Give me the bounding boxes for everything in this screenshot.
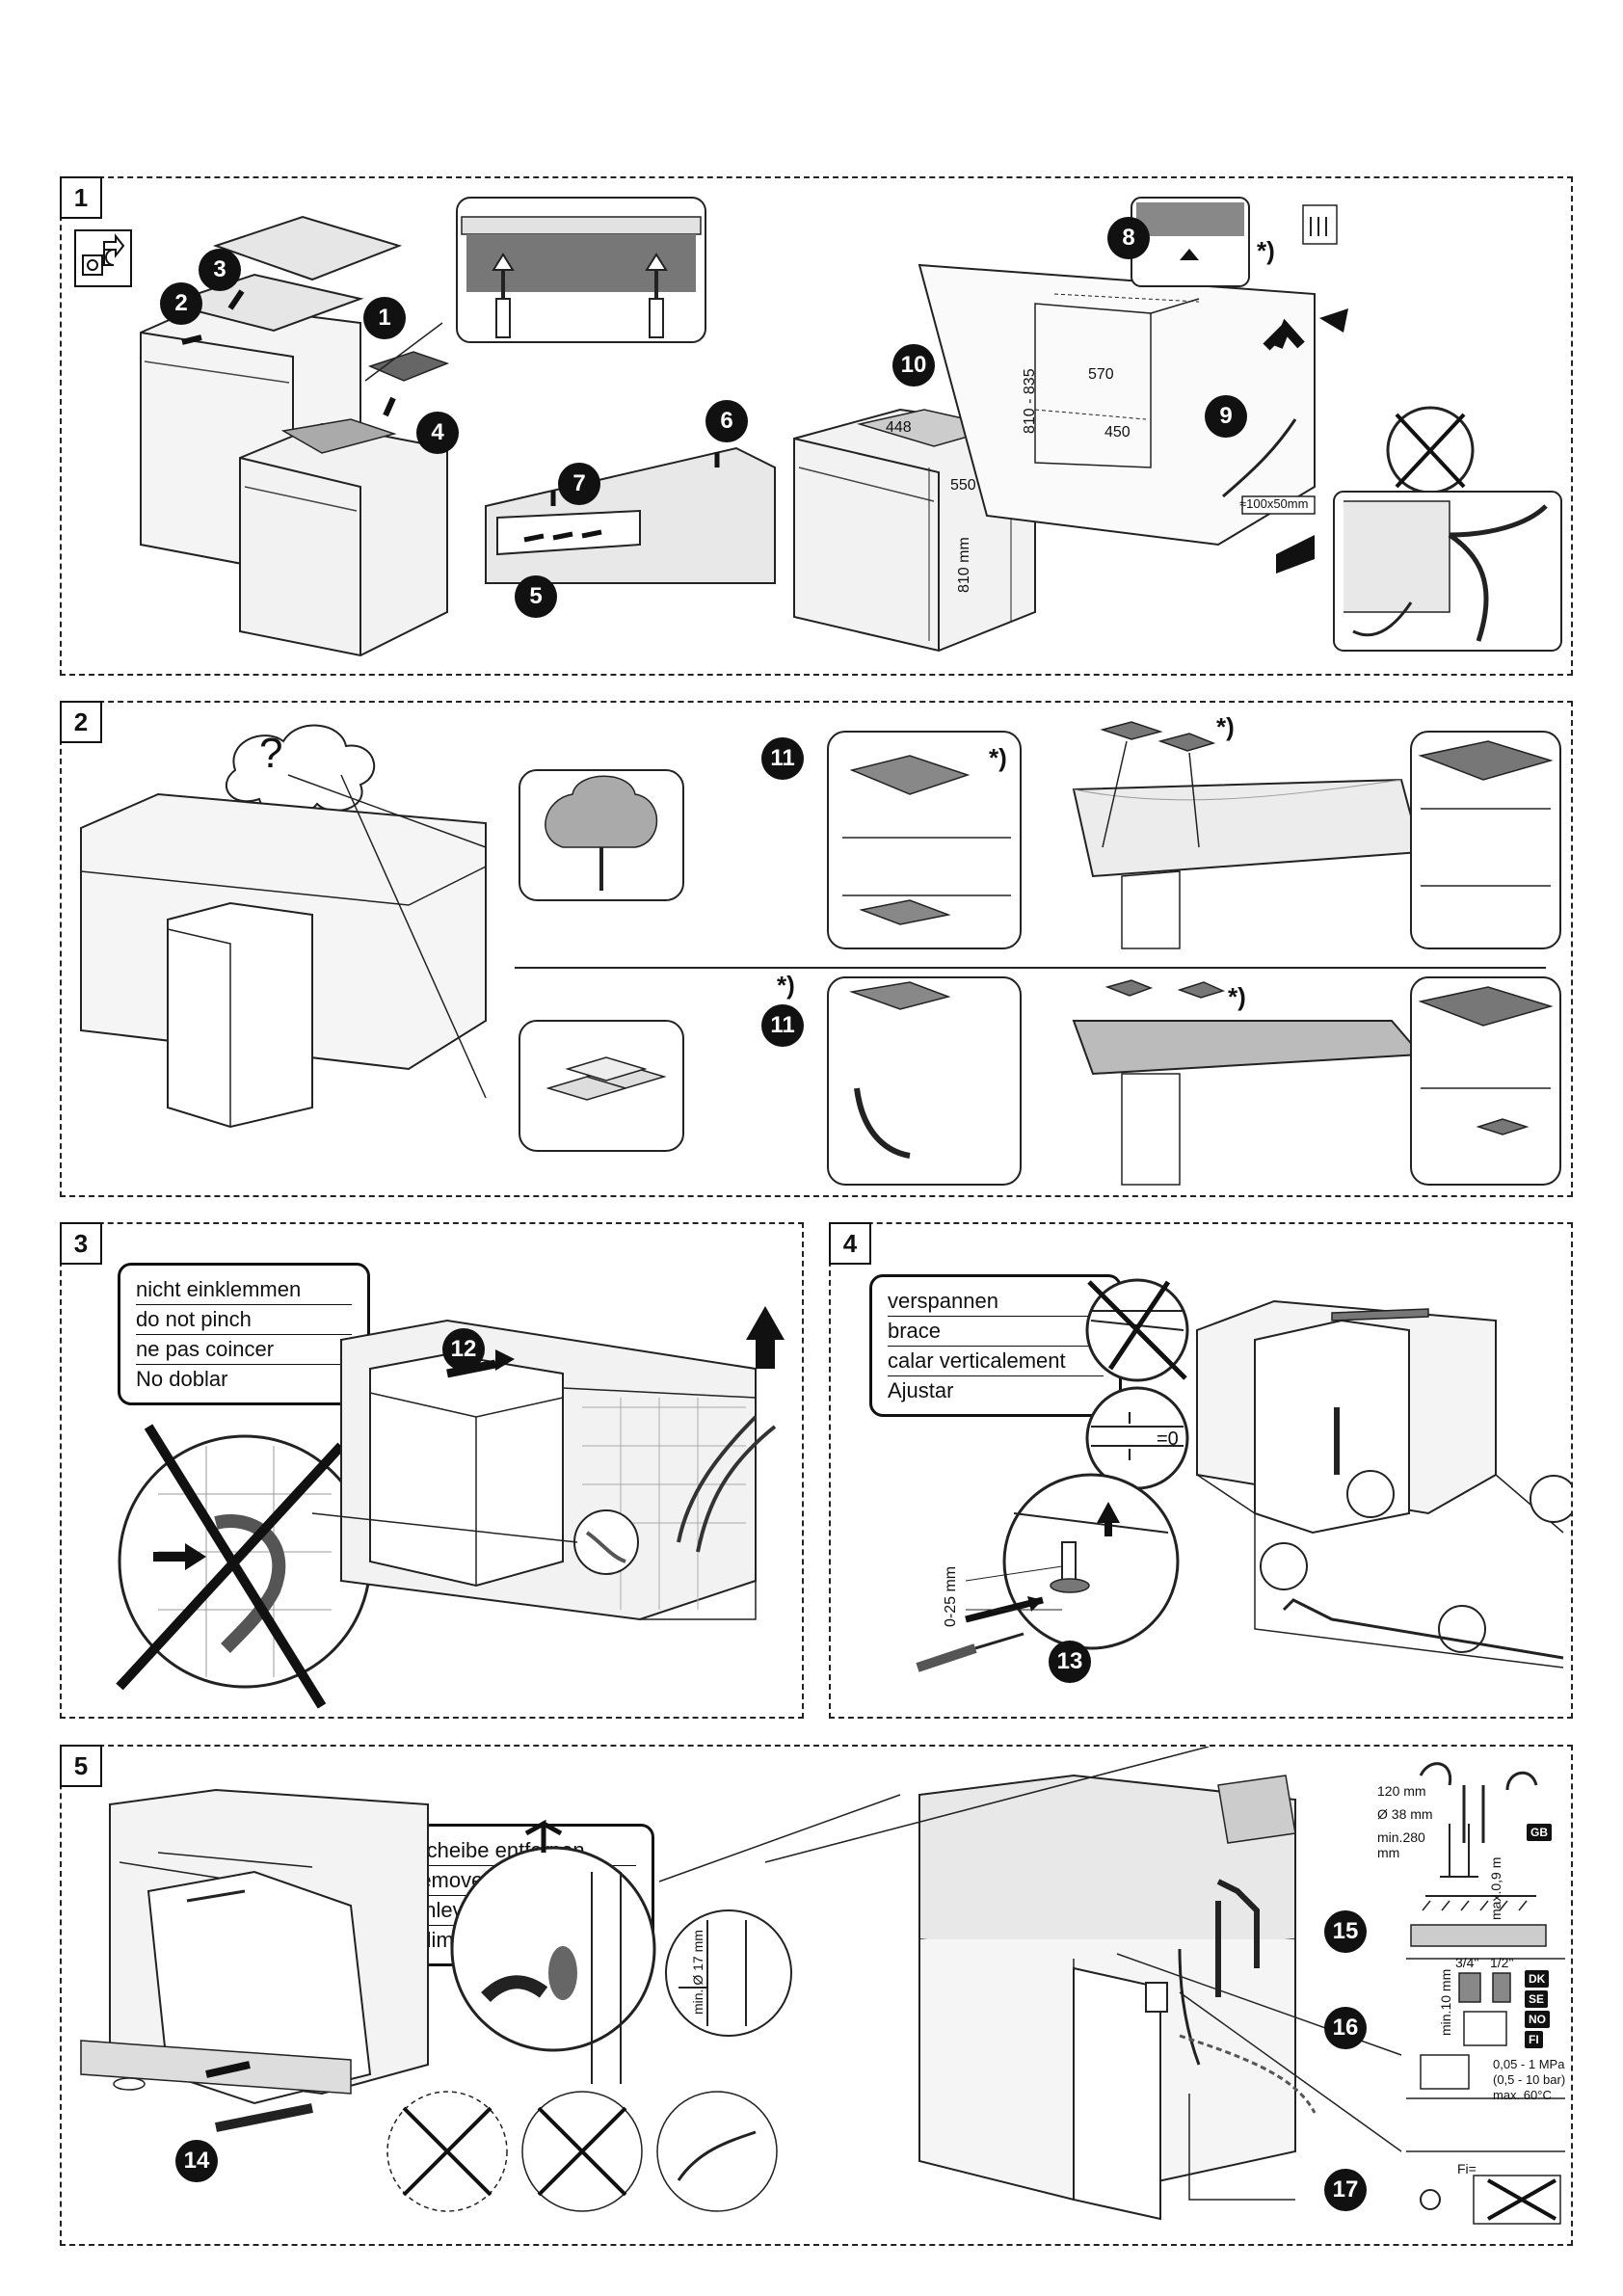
dim-120mm: 120 mm [1377,1783,1426,1799]
step-marker-13: 13 [1049,1641,1091,1683]
brace-callout: verspannen brace calar verticalement Aju… [869,1274,1122,1417]
panel-number: 3 [60,1222,102,1265]
asterisk-note-4: *) [777,971,795,1000]
step-marker-11-wood: 11 [761,737,804,780]
pressure-bar: (0,5 - 10 bar) [1493,2072,1566,2087]
panel-4-illustration [916,1278,1571,1672]
zero-gap-label: =0 [1157,1428,1179,1450]
panel-5-illustration [80,1747,1565,2225]
pinch-text-en: do not pinch [136,1305,352,1335]
panel-number: 5 [60,1745,102,1787]
dim-550: 550 [950,477,976,494]
step-marker-7: 7 [558,463,600,505]
dim-448: 448 [886,419,912,436]
asterisk-note-1: *) [1257,236,1275,265]
asterisk-note-5: *) [1228,982,1246,1011]
step-marker-17: 17 [1324,2169,1367,2211]
brace-text-de: verspannen [888,1287,1104,1317]
pinch-text-de: nicht einklemmen [136,1275,352,1305]
dim-three-quarter: 3/4" [1455,1955,1479,1970]
question-mark: ? [259,730,283,777]
dim-min-10mm: min.10 mm [1438,1968,1453,2036]
panel-5: 5 Scheibe entfernen remove disc enlever … [60,1745,1573,2246]
step-marker-12: 12 [442,1328,485,1371]
panel-number: 2 [60,701,102,743]
dim-810-835: 810 - 835 [1022,368,1038,434]
dim-570: 570 [1088,366,1114,383]
country-tag-se: SE [1525,1990,1549,2008]
step-marker-8: 8 [1107,217,1150,259]
panel-3-illustration [116,1306,785,1709]
pressure-range: 0,05 - 1 MPa [1493,2057,1565,2071]
step-marker-11-stone: 11 [761,1004,804,1047]
pinch-text-fr: ne pas coincer [136,1335,352,1365]
brace-text-en: brace [888,1317,1104,1347]
step-marker-2: 2 [160,282,202,325]
fi-label: Fi= [1457,2161,1477,2176]
dim-100x50: ≈100x50mm [1239,496,1309,511]
brace-text-es: Ajustar [888,1378,954,1402]
dim-max-09m: max.0,9 m [1488,1856,1503,1920]
step-marker-14: 14 [175,2140,218,2182]
country-tag-dk: DK [1525,1970,1550,1988]
dim-810mm: 810 mm [956,537,972,593]
dim-min-17mm: min. Ø 17 mm [690,1930,705,2015]
dim-0-25: 0-25 mm [943,1565,959,1627]
asterisk-note-3: *) [1216,712,1235,741]
step-marker-1: 1 [363,297,406,339]
max-temperature: max. 60°C [1493,2088,1552,2102]
panel-4: 4 verspannen brace calar verticalement A… [829,1222,1573,1719]
asterisk-note-2: *) [989,743,1007,772]
panel-number: 4 [829,1222,871,1265]
country-tag-gb: GB [1527,1824,1552,1841]
step-marker-4: 4 [416,412,459,454]
step-marker-15: 15 [1324,1910,1367,1953]
dim-min-280: min.280 mm [1377,1829,1425,1860]
country-tag-no: NO [1525,2011,1550,2028]
panel-2-illustration [80,721,1561,1186]
dim-half-inch: 1/2" [1490,1955,1514,1970]
pinch-warning-callout: nicht einklemmen do not pinch ne pas coi… [118,1263,370,1405]
step-marker-5: 5 [515,575,557,618]
step-marker-16: 16 [1324,2007,1367,2049]
step-marker-10: 10 [892,344,935,387]
step-marker-9: 9 [1205,395,1247,438]
country-tag-fi: FI [1525,2031,1543,2048]
step-marker-3: 3 [199,249,241,291]
panel-1-illustration [74,197,1562,657]
brace-text-fr: calar verticalement [888,1347,1104,1376]
dim-450: 450 [1104,424,1131,441]
panel-1: 1 [60,176,1573,676]
panel-3: 3 nicht einklemmen do not pinch ne pas c… [60,1222,804,1719]
panel-2: 2 [60,701,1573,1197]
pinch-text-es: No doblar [136,1367,228,1391]
panel-number: 1 [60,176,102,219]
step-marker-6: 6 [705,400,748,442]
dim-38mm: Ø 38 mm [1377,1806,1433,1822]
